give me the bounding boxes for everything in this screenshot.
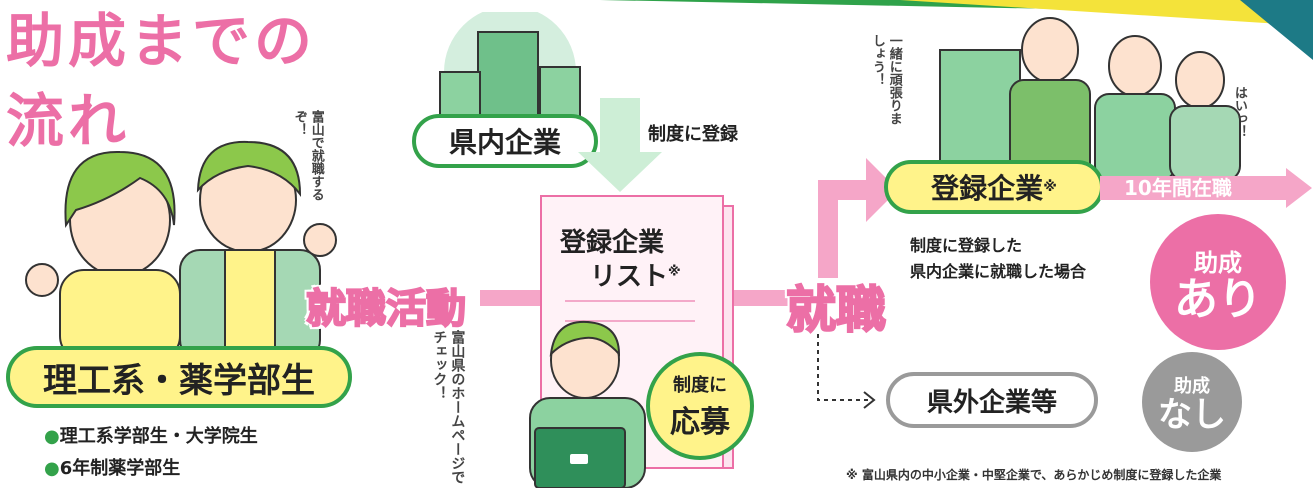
years-label: 10年間在職 xyxy=(1124,176,1232,200)
list-rule-1 xyxy=(565,300,695,302)
outside-company-pill: 県外企業等 xyxy=(886,372,1098,428)
students-label: 理工系・薬学部生 xyxy=(6,346,352,408)
grant-no-bottom: なし xyxy=(1158,395,1226,435)
speech-together: 一緒に頑張りましょう！ xyxy=(869,34,902,125)
grant-yes-bottom: あり xyxy=(1174,273,1262,325)
grant-yes-circle: 助成 あり xyxy=(1150,214,1286,350)
footnote: ※ 富山県内の中小企業・中堅企業で、あらかじめ制度に登録した企業 xyxy=(846,468,1222,482)
meeting-illustration xyxy=(939,17,1241,180)
employment-label: 就職 xyxy=(785,280,887,340)
page-title-line2: 流れ xyxy=(6,87,131,155)
registered-label: 登録企業 xyxy=(931,172,1044,205)
registered-company-pill: 登録企業※ xyxy=(884,160,1104,214)
students-illustration xyxy=(25,140,337,360)
company-in-pref-pill: 県内企業 xyxy=(412,114,598,168)
student-speech: 富山で就職するぞ！ xyxy=(291,110,324,201)
list-title-line1: 登録企業 xyxy=(560,228,665,258)
page-title-line1: 助成までの xyxy=(6,7,317,75)
list-title-text: リスト xyxy=(590,262,669,292)
list-mark: ※ xyxy=(668,264,681,280)
apply-circle: 制度に 応募 xyxy=(646,352,754,460)
job-hunting-label: 就職活動 xyxy=(305,285,467,333)
check-speech: 富山県のホームページでチェック！ xyxy=(431,330,466,484)
list-rule-2 xyxy=(565,320,695,322)
laptop-person-illustration xyxy=(529,320,646,488)
branch-arrow-down xyxy=(817,334,876,409)
bullet-text-1: 理工系学部生・大学院生 xyxy=(59,426,258,447)
branch-arrow-up xyxy=(818,158,898,278)
apply-line2: 応募 xyxy=(670,405,730,440)
speech-yes: はいっ！ xyxy=(1231,86,1247,138)
flow-bar-left xyxy=(480,290,550,306)
grant-no-top: 助成 xyxy=(1174,376,1210,397)
building-illustration xyxy=(439,12,581,132)
flow-bar-mid xyxy=(718,290,798,306)
students-bullet-2: ●6年制薬学部生 xyxy=(44,458,181,479)
students-bullet-1: ●理工系学部生・大学院生 xyxy=(44,426,258,447)
grant-yes-top: 助成 xyxy=(1194,248,1242,277)
list-title-line2: リスト※ xyxy=(590,256,681,293)
grant-no-circle: 助成 なし xyxy=(1142,352,1242,452)
register-arrow xyxy=(578,98,662,192)
registered-mark: ※ xyxy=(1043,179,1057,195)
years-arrow xyxy=(1100,168,1312,208)
registered-desc-2: 県内企業に就職した場合 xyxy=(910,262,1087,281)
apply-line1: 制度に xyxy=(673,375,727,396)
registered-desc-1: 制度に登録した xyxy=(910,236,1023,255)
bullet-text-2: 6年制薬学部生 xyxy=(59,458,181,479)
register-label: 制度に登録 xyxy=(648,124,738,145)
